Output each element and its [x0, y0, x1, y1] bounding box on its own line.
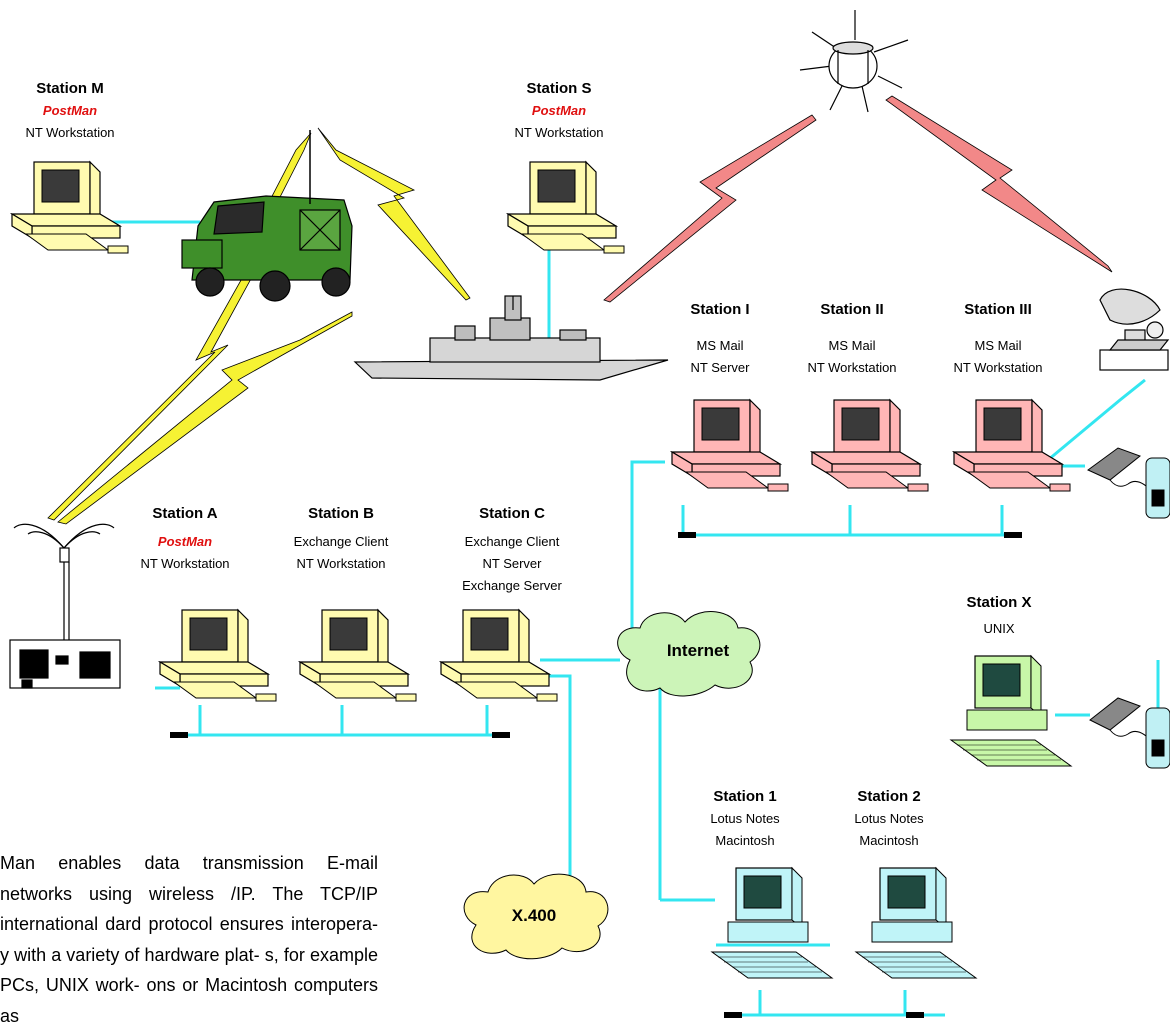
network-terminators	[170, 532, 1022, 1018]
station-a-os: NT Workstation	[140, 556, 230, 571]
station-1-computer-icon	[711, 867, 833, 979]
satellite-link-dish	[885, 95, 1113, 273]
station-m-label: Station M PostMan NT Workstation	[5, 78, 135, 144]
station-iii-os: NT Workstation	[953, 360, 1043, 375]
station-iii-name: Station III	[964, 301, 1032, 318]
station-ii-label: Station II MS Mail NT Workstation	[782, 299, 922, 379]
radio-links	[47, 127, 471, 525]
station-x-computer-icon	[950, 655, 1072, 767]
radio-link-hummer-ship	[317, 127, 471, 301]
station-b-name: Station B	[308, 505, 374, 522]
phone-cord-icon	[1109, 479, 1147, 487]
modem-phone-group-1	[1087, 447, 1170, 519]
modem-phone-group-2	[1089, 697, 1170, 769]
station-s-name: Station S	[526, 80, 592, 97]
satellite-dish-icon	[1099, 288, 1170, 371]
station-iii-label: Station III MS Mail NT Workstation	[928, 299, 1068, 379]
modem-icon	[1087, 447, 1142, 481]
station-m-app: PostMan	[42, 103, 98, 118]
station-1-name: Station 1	[713, 788, 777, 805]
station-b-os: NT Workstation	[296, 556, 386, 571]
station-i-label: Station I MS Mail NT Server	[660, 299, 780, 379]
station-b-computer-icon	[299, 609, 417, 702]
satellite-link-ship	[603, 114, 817, 303]
network-cables	[90, 220, 1160, 1017]
station-1-label: Station 1 Lotus Notes Macintosh	[690, 786, 800, 852]
x400-label: X.400	[511, 906, 557, 925]
station-b-label: Station B Exchange Client NT Workstation	[276, 503, 406, 575]
station-i-name: Station I	[690, 301, 750, 318]
station-iii-app: MS Mail	[974, 338, 1022, 353]
station-iii-computer-icon	[953, 399, 1071, 492]
radio-link-ship-station-a	[57, 311, 353, 525]
station-c-app: Exchange Client	[464, 534, 560, 549]
x400-cloud-icon	[463, 873, 609, 960]
station-i-computer-icon	[671, 399, 789, 492]
station-x-os: UNIX	[983, 621, 1015, 636]
station-c-extra: Exchange Server	[462, 578, 562, 593]
modem-icon	[1089, 697, 1142, 731]
station-ii-app: MS Mail	[828, 338, 876, 353]
station-2-computer-icon	[855, 867, 977, 979]
ship-icon	[353, 295, 669, 381]
station-c-computer-icon	[440, 609, 558, 702]
satellite-icon	[799, 10, 909, 113]
station-s-label: Station S PostMan NT Workstation	[494, 78, 624, 144]
satellite-links	[603, 95, 1113, 303]
station-a-name: Station A	[152, 505, 218, 522]
station-ii-computer-icon	[811, 399, 929, 492]
station-2-label: Station 2 Lotus Notes Macintosh	[834, 786, 944, 852]
station-c-label: Station C Exchange Client NT Server Exch…	[442, 503, 582, 597]
station-1-os: Macintosh	[715, 833, 775, 848]
station-ii-os: NT Workstation	[807, 360, 897, 375]
station-c-os: NT Server	[482, 556, 542, 571]
military-vehicle-icon	[181, 130, 353, 302]
station-m-name: Station M	[36, 80, 104, 97]
phone-cord-icon	[1109, 729, 1147, 737]
station-2-os: Macintosh	[859, 833, 919, 848]
station-1-app: Lotus Notes	[710, 811, 780, 826]
station-ii-name: Station II	[820, 301, 884, 318]
station-m-os: NT Workstation	[25, 125, 115, 140]
internet-label: Internet	[666, 641, 730, 660]
station-x-name: Station X	[966, 594, 1032, 611]
internet-cloud-icon	[617, 611, 761, 697]
station-i-app: MS Mail	[696, 338, 744, 353]
telephone-icon	[1145, 707, 1170, 769]
station-i-os: NT Server	[690, 360, 750, 375]
station-s-os: NT Workstation	[514, 125, 604, 140]
station-a-label: Station A PostMan NT Workstation	[120, 503, 250, 575]
description-paragraph: Man enables data transmission E-mail net…	[0, 853, 378, 1026]
station-b-app: Exchange Client	[293, 534, 389, 549]
station-a-app: PostMan	[157, 534, 213, 549]
station-s-computer-icon	[507, 161, 625, 254]
station-s-app: PostMan	[531, 103, 587, 118]
station-2-app: Lotus Notes	[854, 811, 924, 826]
radio-transceiver-icon	[9, 523, 121, 689]
station-m-computer-icon	[11, 161, 129, 254]
station-c-name: Station C	[479, 505, 545, 522]
station-x-label: Station X UNIX	[944, 592, 1054, 640]
telephone-icon	[1145, 457, 1170, 519]
station-2-name: Station 2	[857, 788, 921, 805]
